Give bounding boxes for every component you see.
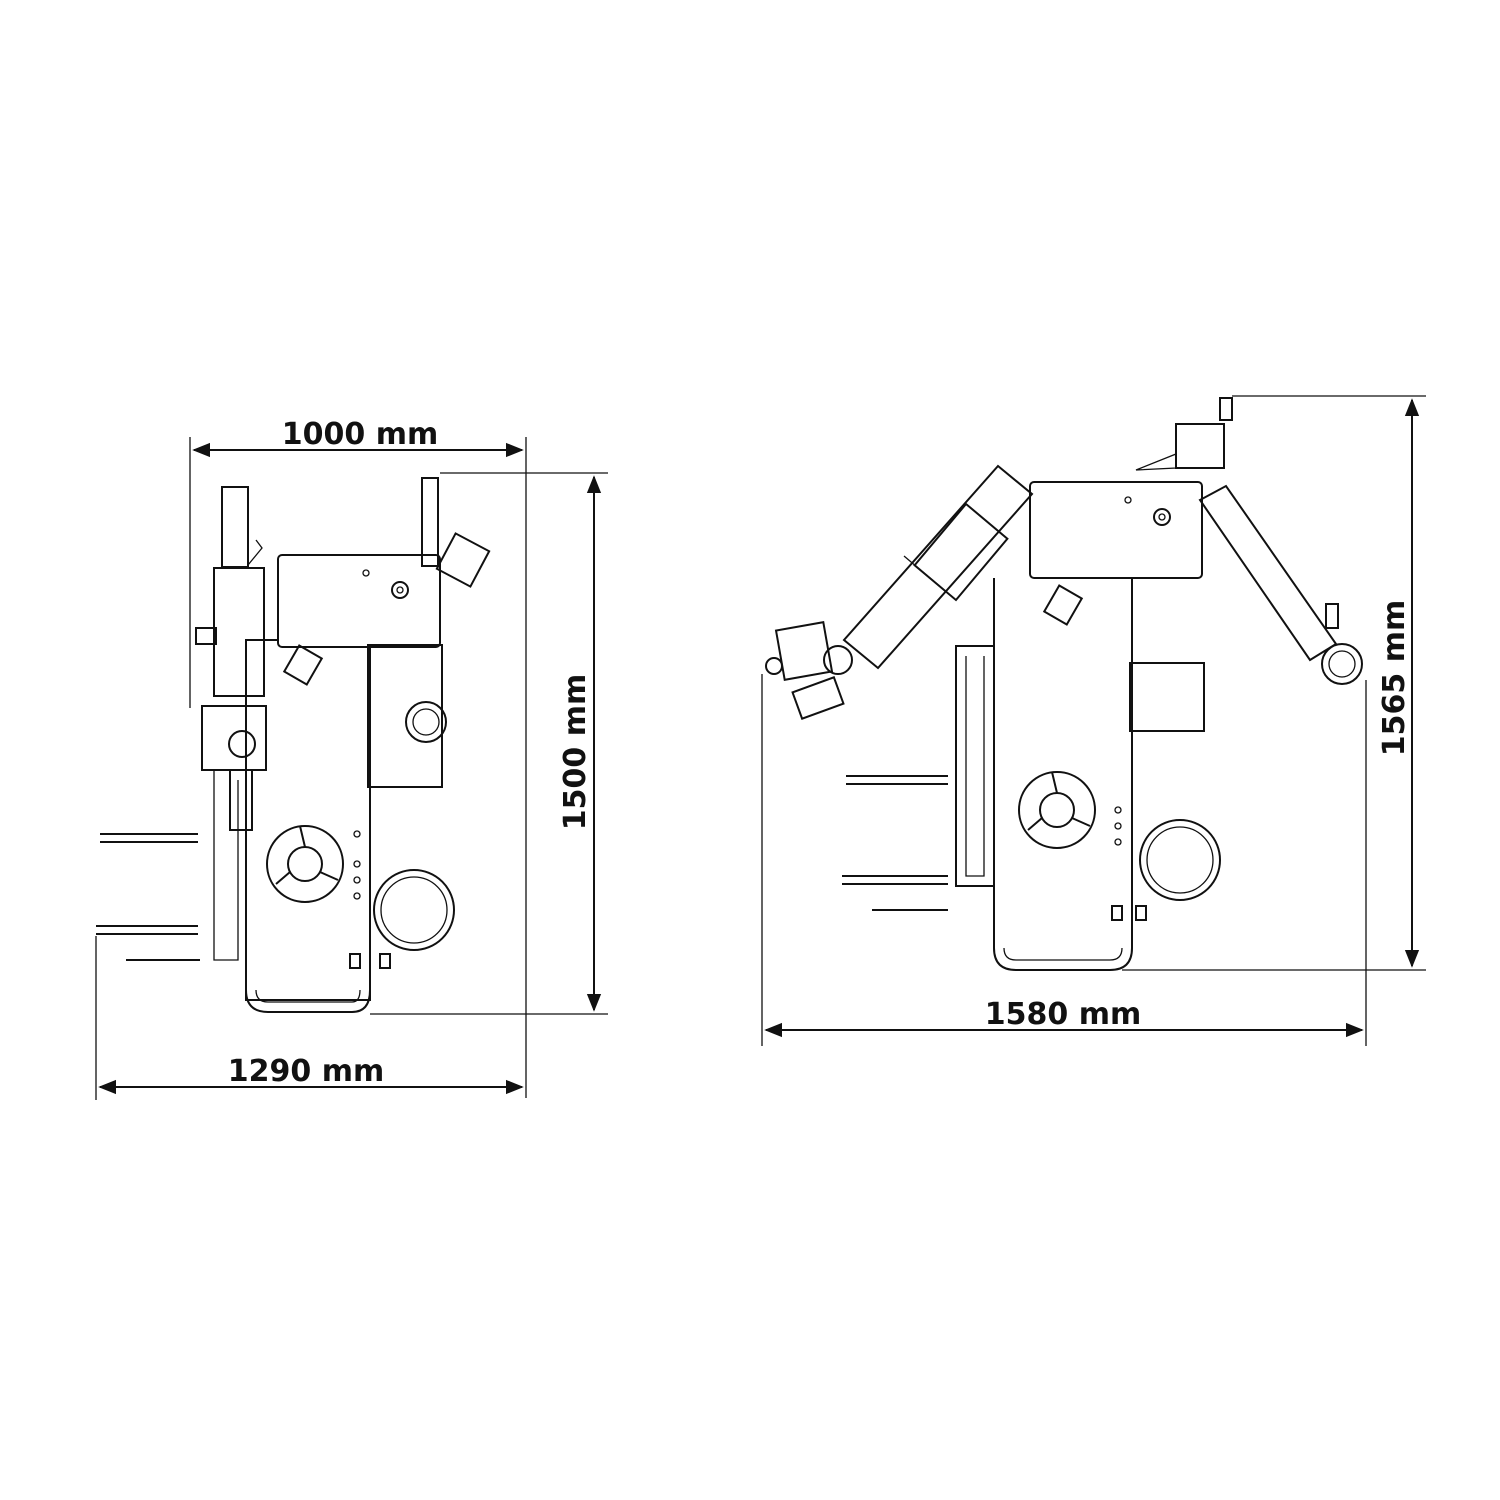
dimension-1290mm: 1290 mm (95, 936, 524, 1100)
left-machine-view (96, 477, 491, 1013)
dim-label-1000: 1000 mm (282, 417, 438, 452)
dimension-1500mm: 1500 mm (370, 472, 608, 1015)
dimension-1000mm: 1000 mm (189, 417, 527, 1098)
dimension-1580mm: 1580 mm (761, 674, 1367, 1046)
dimension-1565mm: 1565 mm (1122, 395, 1426, 971)
dim-label-1500: 1500 mm (558, 674, 593, 830)
right-machine-view (765, 397, 1363, 971)
dim-label-1565: 1565 mm (1377, 600, 1412, 756)
dim-label-1580: 1580 mm (985, 997, 1141, 1032)
dim-label-1290: 1290 mm (228, 1054, 384, 1089)
